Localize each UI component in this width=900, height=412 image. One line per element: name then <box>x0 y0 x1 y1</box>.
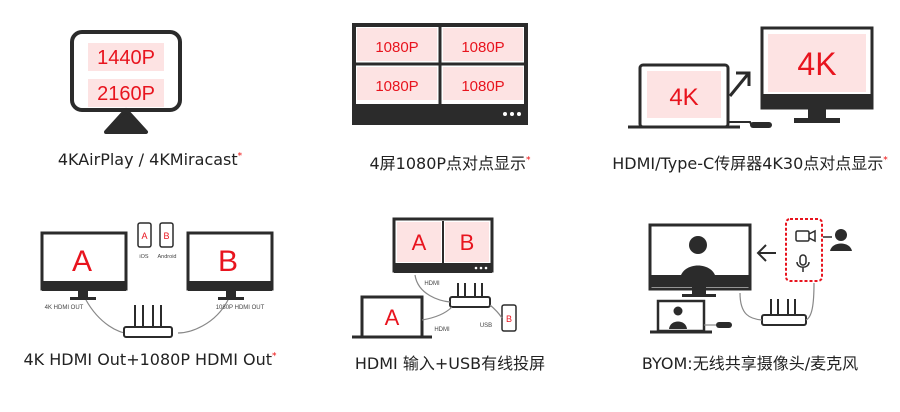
dual-hdmi-illustration: A B A B iOS Android 4K HDMI OUT 1080P HD… <box>40 222 274 338</box>
feature-typec-4k: 4K 4K HDMI/Type-C传屏器4K30点对点显示* <box>600 0 900 200</box>
screen-label: A <box>412 230 427 255</box>
svg-text:B: B <box>506 314 512 324</box>
airplay-illustration: 1440P 2160P <box>70 30 182 134</box>
arrow-left-icon <box>756 244 776 262</box>
phone-icon <box>137 222 152 248</box>
svg-text:USB: USB <box>480 323 492 329</box>
feature-caption: 4KAirPlay / 4KMiracast* <box>57 150 243 169</box>
svg-text:1080P HDMI OUT: 1080P HDMI OUT <box>216 305 265 311</box>
resolution-label: 1440P <box>97 47 155 69</box>
receiver-box <box>449 296 491 308</box>
typec-4k-illustration: 4K 4K <box>628 26 874 129</box>
quad-screen-illustration: 1080P 1080P 1080P 1080P <box>352 23 528 125</box>
feature-quad-screen: 1080P 1080P 1080P 1080P 4屏1080P点对点显示* <box>300 0 600 200</box>
screen-label: A <box>72 245 92 278</box>
feature-hdmi-usb-input: A B HDMI A HDMI B USB HDMI 输入+USB有线投屏 <box>300 205 600 412</box>
svg-text:A: A <box>141 231 147 241</box>
svg-text:B: B <box>163 231 169 241</box>
byom-illustration <box>648 218 852 334</box>
svg-text:Android: Android <box>158 254 177 260</box>
transmitter-dongle <box>750 122 772 128</box>
feature-caption: BYOM:无线共享摄像头/麦克风 <box>641 354 859 373</box>
camera-icon <box>795 229 816 243</box>
feature-caption: HDMI/Type-C传屏器4K30点对点显示* <box>612 154 888 173</box>
transmitter-dongle <box>716 322 732 328</box>
phone-icon <box>159 222 174 248</box>
feature-caption: HDMI 输入+USB有线投屏 <box>354 354 546 373</box>
hdmi-usb-illustration: A B HDMI A HDMI B USB <box>352 217 517 339</box>
svg-text:4K HDMI OUT: 4K HDMI OUT <box>45 305 84 311</box>
feature-airplay: 1440P 2160P 4KAirPlay / 4KMiracast* <box>0 0 300 200</box>
screen-label: B <box>460 230 475 255</box>
screen-label: A <box>385 305 400 330</box>
resolution-label: 1080P <box>461 39 504 56</box>
router-device <box>123 326 173 338</box>
feature-caption: 4屏1080P点对点显示* <box>369 154 531 173</box>
user-avatar-icon <box>830 229 852 251</box>
feature-caption: 4K HDMI Out+1080P HDMI Out* <box>23 350 277 369</box>
screen-label: B <box>218 245 238 278</box>
resolution-label: 2160P <box>97 83 155 105</box>
airplay-icon <box>104 108 148 134</box>
svg-text:HDMI: HDMI <box>434 327 450 333</box>
resolution-label: 4K <box>797 46 836 82</box>
router-device <box>761 314 807 326</box>
svg-text:iOS: iOS <box>139 254 149 260</box>
feature-dual-hdmi-out: A B A B iOS Android 4K HDMI OUT 1080P HD… <box>0 205 300 412</box>
resolution-label: 1080P <box>375 78 418 95</box>
resolution-label: 1080P <box>375 39 418 56</box>
svg-text:HDMI: HDMI <box>424 281 440 287</box>
resolution-label: 1080P <box>461 78 504 95</box>
feature-byom: BYOM:无线共享摄像头/麦克风 <box>600 205 900 412</box>
microphone-icon <box>796 254 810 272</box>
resolution-label: 4K <box>669 84 698 111</box>
